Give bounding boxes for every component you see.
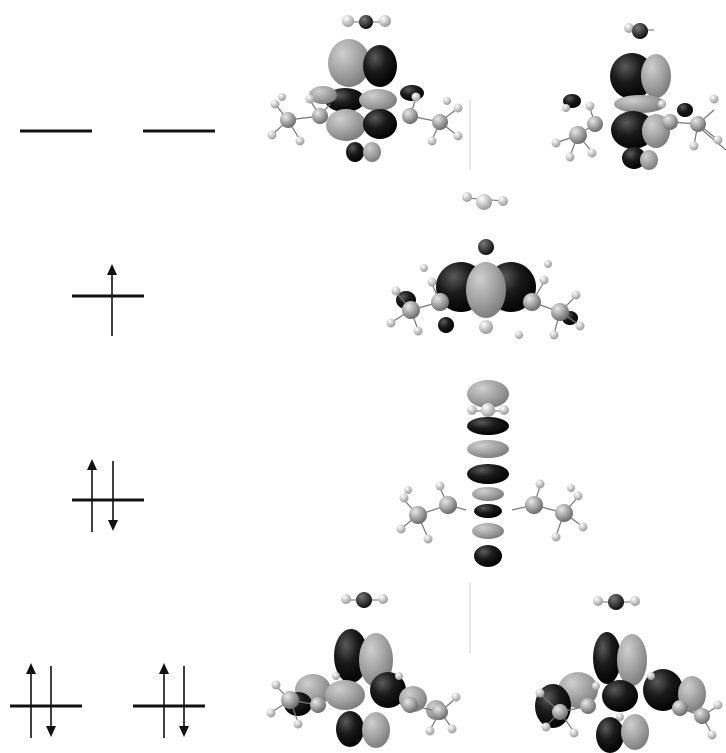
orbital-lumo-b <box>551 23 726 170</box>
orbital-homo-sigma <box>396 380 588 567</box>
orbital-somo <box>386 192 585 340</box>
nh-fragment <box>462 192 508 210</box>
spin-up-arrow <box>159 663 169 738</box>
spin-down-arrow <box>179 666 189 737</box>
energy-level-doubly-occupied <box>72 459 144 532</box>
nh-fragment <box>341 592 388 608</box>
energy-level-singly-occupied <box>72 264 144 336</box>
spin-down-arrow <box>108 461 118 531</box>
nh-fragment <box>593 594 640 610</box>
orbital-homo-degenerate-b <box>535 594 723 753</box>
orbital-homo-degenerate-a <box>266 592 461 748</box>
energy-level-doubly-occupied-degenerate <box>10 663 205 738</box>
spin-down-arrow <box>46 666 56 737</box>
spin-up-arrow <box>87 459 97 532</box>
nh-fragment <box>624 23 654 39</box>
nh-fragment <box>467 403 509 417</box>
spin-up-arrow <box>107 264 117 336</box>
nh-fragment <box>342 15 391 29</box>
spin-up-arrow <box>26 663 36 738</box>
orbital-lumo-a <box>267 15 463 162</box>
